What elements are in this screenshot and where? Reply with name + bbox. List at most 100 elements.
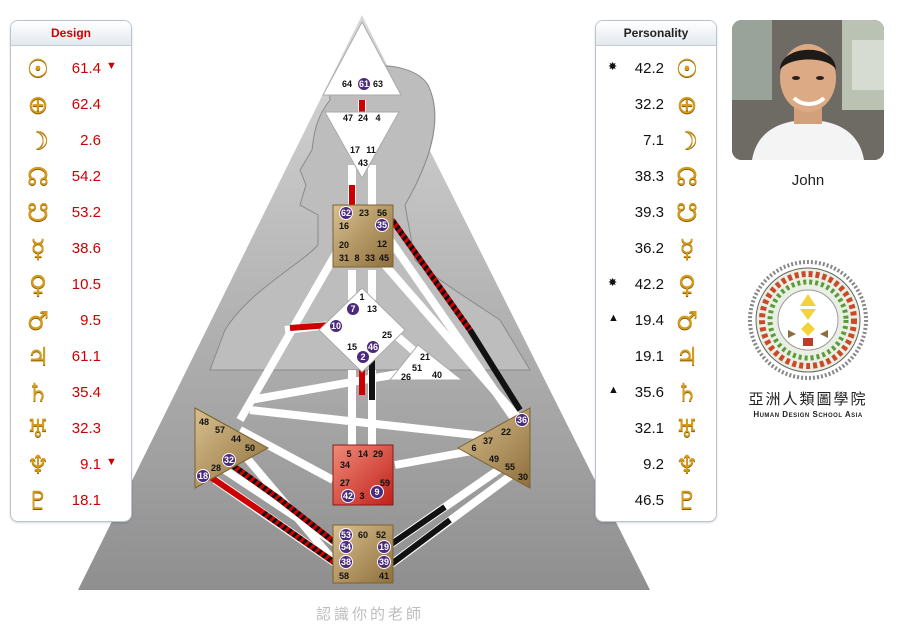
planet-row: ☿ 36.2 — [596, 231, 716, 267]
gate-number: 43 — [358, 158, 368, 168]
ego-center — [388, 344, 464, 381]
neptune-icon: ♆ — [26, 450, 50, 479]
activated-gate-marker — [356, 350, 370, 364]
gate-number: 12 — [377, 239, 387, 249]
planet-row: ♀10.5 — [11, 267, 131, 303]
gate-number: 21 — [420, 352, 430, 362]
planet-row: ☽7.1 — [596, 123, 716, 159]
planet-row: ☊ 38.3 — [596, 159, 716, 195]
gate-line-value: 38.3 — [634, 168, 664, 185]
activated-gate-marker — [357, 77, 371, 91]
fixing-mark: ▼ — [106, 456, 117, 468]
gate-line-value: 36.2 — [634, 240, 664, 257]
gate-number: 8 — [354, 253, 359, 263]
school-name-chinese: 亞洲人類圖學院 — [748, 390, 868, 408]
fixing-mark: ▲ — [608, 384, 619, 396]
neptune-icon: ♆ — [675, 450, 699, 479]
activated-gate-marker — [339, 555, 353, 569]
planet-row: ♃ 61.1 — [11, 339, 131, 375]
gate-line-value: 2.6 — [80, 132, 101, 149]
solar-plexus-center — [456, 407, 531, 489]
gate-line-value: 32.2 — [634, 96, 664, 113]
gate-number: 54 — [341, 542, 351, 552]
planet-row: ☿38.6 — [11, 231, 131, 267]
design-panel-title: Design — [11, 21, 131, 46]
gate-number: 48 — [199, 417, 209, 427]
activated-gate-marker — [370, 485, 384, 499]
personality-panel-title: Personality — [596, 21, 716, 46]
gate-number: 20 — [339, 240, 349, 250]
gate-line-value: 18.1 — [71, 492, 101, 509]
gate-number: 23 — [359, 208, 369, 218]
school-logo — [740, 260, 876, 380]
moon-icon: ☽ — [26, 126, 50, 155]
sun-icon: ☉ — [26, 54, 50, 83]
venus-icon: ♀ — [677, 270, 697, 299]
saturn-icon: ♄ — [675, 378, 699, 407]
spleen-center — [194, 407, 270, 489]
gate-number: 31 — [339, 253, 349, 263]
fixing-mark: ▼ — [106, 60, 117, 72]
gate-number: 10 — [331, 321, 341, 331]
venus-icon: ♀ — [28, 270, 48, 299]
gate-line-value: 9.1 — [80, 456, 101, 473]
gate-number: 40 — [432, 370, 442, 380]
planet-row: ⊕62.4 — [11, 87, 131, 123]
sun-icon: ☉ — [675, 54, 699, 83]
planet-row: ♄35.4 — [11, 375, 131, 411]
gate-number: 25 — [382, 330, 392, 340]
gate-number: 34 — [340, 460, 350, 470]
jupiter-icon: ♃ — [26, 342, 50, 371]
gate-number: 38 — [341, 557, 351, 567]
mercury-icon: ☿ — [679, 234, 695, 263]
gate-number: 16 — [339, 221, 349, 231]
activated-gate-marker — [222, 453, 236, 467]
planet-row: ♃19.1 — [596, 339, 716, 375]
gate-line-value: 9.2 — [643, 456, 664, 473]
gate-number: 2 — [360, 352, 365, 362]
gate-line-value: 61.4 — [71, 60, 101, 77]
footer-caption: 認識你的老師 — [315, 605, 424, 623]
gate-number: 26 — [401, 372, 411, 382]
planet-row: ♂19.4▲ — [596, 303, 716, 339]
activated-gate-marker — [515, 413, 529, 427]
gate-line-value: 39.3 — [634, 204, 664, 221]
gate-number: 27 — [340, 478, 350, 488]
activated-gate-marker — [366, 340, 380, 354]
planet-row: ♇18.1 — [11, 483, 131, 519]
gate-number: 32 — [224, 455, 234, 465]
head-center — [322, 20, 402, 96]
gate-number: 7 — [350, 304, 355, 314]
gate-number: 60 — [358, 530, 368, 540]
activated-gate-marker — [339, 540, 353, 554]
gate-number: 24 — [358, 113, 368, 123]
moon-icon: ☽ — [675, 126, 699, 155]
planet-row: ☋ 39.3 — [596, 195, 716, 231]
gate-number: 35 — [377, 220, 387, 230]
gate-number: 59 — [380, 478, 390, 488]
planet-row: ♅32.1 — [596, 411, 716, 447]
activated-gate-marker — [341, 489, 355, 503]
gate-number: 61 — [359, 79, 369, 89]
ajna-center — [324, 111, 400, 180]
activated-gate-marker — [196, 469, 210, 483]
mars-icon: ♂ — [26, 306, 50, 335]
planet-row: ☉42.2✸ — [596, 51, 716, 87]
mercury-icon: ☿ — [30, 234, 46, 263]
gate-number: 41 — [379, 571, 389, 581]
gate-number: 45 — [379, 253, 389, 263]
gate-number: 55 — [505, 462, 515, 472]
gate-number: 42 — [343, 491, 353, 501]
planet-row: ☽ 2.6 — [11, 123, 131, 159]
gate-line-value: 32.3 — [71, 420, 101, 437]
activated-gate-marker — [377, 540, 391, 554]
south-node-icon: ☋ — [675, 198, 699, 227]
gate-number: 37 — [483, 436, 493, 446]
gate-line-value: 61.1 — [71, 348, 101, 365]
gate-number: 30 — [518, 472, 528, 482]
gate-number: 3 — [359, 491, 364, 501]
saturn-icon: ♄ — [26, 378, 50, 407]
north-node-icon: ☊ — [675, 162, 699, 191]
